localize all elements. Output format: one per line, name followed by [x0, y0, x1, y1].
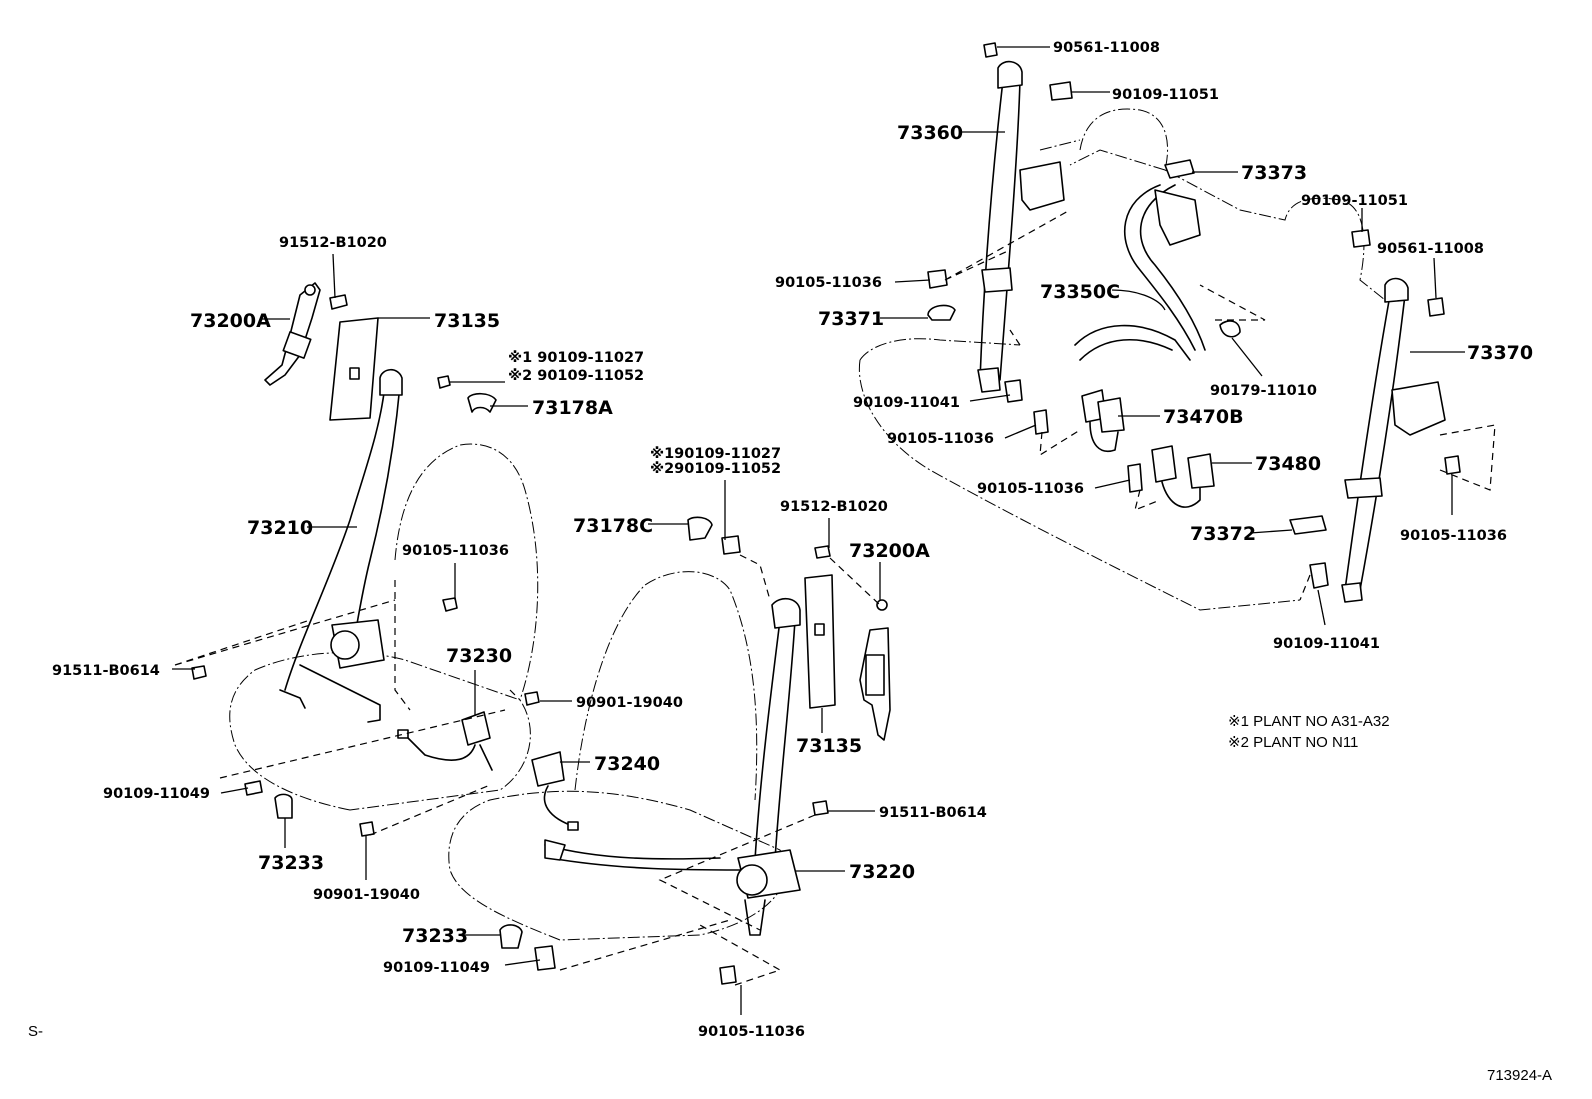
- label-90179-11010: 90179-11010: [1210, 383, 1317, 399]
- label-90105-11036-rear1: 90105-11036: [775, 275, 882, 291]
- label-73470b: 73470B: [1163, 406, 1244, 428]
- left-dashed-leaders: [174, 580, 521, 836]
- label-73373: 73373: [1241, 162, 1307, 184]
- label-90901-19040-right: 90901-19040: [576, 695, 683, 711]
- callout-leaders: [172, 46, 1465, 1015]
- rear-buckles: [1081, 389, 1215, 508]
- label-91512-b1020-left: 91512-B1020: [279, 235, 387, 251]
- label-73210: 73210: [247, 517, 313, 539]
- label-star1-left: ※1 90109-11027: [508, 350, 644, 366]
- middle-anchor-73200a: [859, 599, 891, 741]
- label-73200a-middle: 73200A: [849, 540, 930, 562]
- label-73480: 73480: [1255, 453, 1321, 475]
- rear-seat-outline: [858, 108, 1386, 611]
- rear-small-parts: [927, 42, 1461, 589]
- left-front-seat-outline: [229, 443, 539, 811]
- footer-left-code: S-: [28, 1023, 43, 1040]
- label-90901-19040-bottom: 90901-19040: [313, 887, 420, 903]
- left-cover-73135: [329, 317, 379, 421]
- label-73372: 73372: [1190, 523, 1256, 545]
- label-90109-11051-right: 90109-11051: [1301, 193, 1408, 209]
- label-73350c: 73350C: [1040, 281, 1120, 303]
- label-73240: 73240: [594, 753, 660, 775]
- label-73135-left: 73135: [434, 310, 500, 332]
- label-73371: 73371: [818, 308, 884, 330]
- label-90105-11036-rear3: 90105-11036: [977, 481, 1084, 497]
- label-90105-11036-rear4: 90105-11036: [1400, 528, 1507, 544]
- note-plant-2: ※2 PLANT NO N11: [1228, 734, 1358, 751]
- left-anchor-73200a: [264, 282, 321, 386]
- middle-cover-73135: [804, 574, 836, 709]
- label-73233-left: 73233: [258, 852, 324, 874]
- rear-center-belt-73350c: [1074, 184, 1206, 361]
- label-star1-middle: ※190109-11027: [650, 446, 781, 462]
- left-buckle-73230: [397, 711, 493, 771]
- label-91512-b1020-middle: 91512-B1020: [780, 499, 888, 515]
- label-91511-b0614-left: 91511-B0614: [52, 663, 160, 679]
- label-73200a-left: 73200A: [190, 310, 271, 332]
- rear-left-belt-73360: [977, 60, 1065, 393]
- label-73178a: 73178A: [532, 397, 613, 419]
- label-90109-11041-left: 90109-11041: [853, 395, 960, 411]
- rear-right-belt-73370: [1341, 277, 1446, 603]
- label-90109-11051-top: 90109-11051: [1112, 87, 1219, 103]
- footer: S- 713924-A: [28, 1023, 1552, 1084]
- left-bolts: [191, 294, 540, 837]
- label-90109-11049-middle: 90109-11049: [383, 960, 490, 976]
- label-91511-b0614-middle: 91511-B0614: [879, 805, 987, 821]
- label-73230: 73230: [446, 645, 512, 667]
- left-front-belt-assembly: [279, 368, 403, 723]
- label-73178c: 73178C: [573, 515, 653, 537]
- label-90105-11036-rear2: 90105-11036: [887, 431, 994, 447]
- note-plant-1: ※1 PLANT NO A31-A32: [1228, 713, 1390, 730]
- label-star2-left: ※2 90109-11052: [508, 368, 644, 384]
- label-73220: 73220: [849, 861, 915, 883]
- plant-notes: ※1 PLANT NO A31-A32 ※2 PLANT NO N11: [1228, 713, 1390, 751]
- middle-bolts: [499, 516, 831, 985]
- label-73233-middle: 73233: [402, 925, 468, 947]
- label-star2-middle: ※290109-11052: [650, 461, 781, 477]
- label-73360: 73360: [897, 122, 963, 144]
- figure-code: 713924-A: [1487, 1067, 1552, 1084]
- label-90109-11049-left: 90109-11049: [103, 786, 210, 802]
- middle-dashed-leaders: [559, 554, 881, 986]
- label-90105-11036-bottom: 90105-11036: [698, 1024, 805, 1040]
- right-front-belt-assembly: [544, 597, 801, 936]
- label-90561-11008-top: 90561-11008: [1053, 40, 1160, 56]
- label-90105-11036-left: 90105-11036: [402, 543, 509, 559]
- rear-dashed-leaders: [944, 209, 1496, 601]
- label-90109-11041-right: 90109-11041: [1273, 636, 1380, 652]
- label-73370: 73370: [1467, 342, 1533, 364]
- middle-buckle-73240: [531, 751, 579, 831]
- label-73135-middle: 73135: [796, 735, 862, 757]
- label-90561-11008-right: 90561-11008: [1377, 241, 1484, 257]
- callout-labels: 91512-B1020 73200A 73135 ※1 90109-11027 …: [52, 40, 1533, 1040]
